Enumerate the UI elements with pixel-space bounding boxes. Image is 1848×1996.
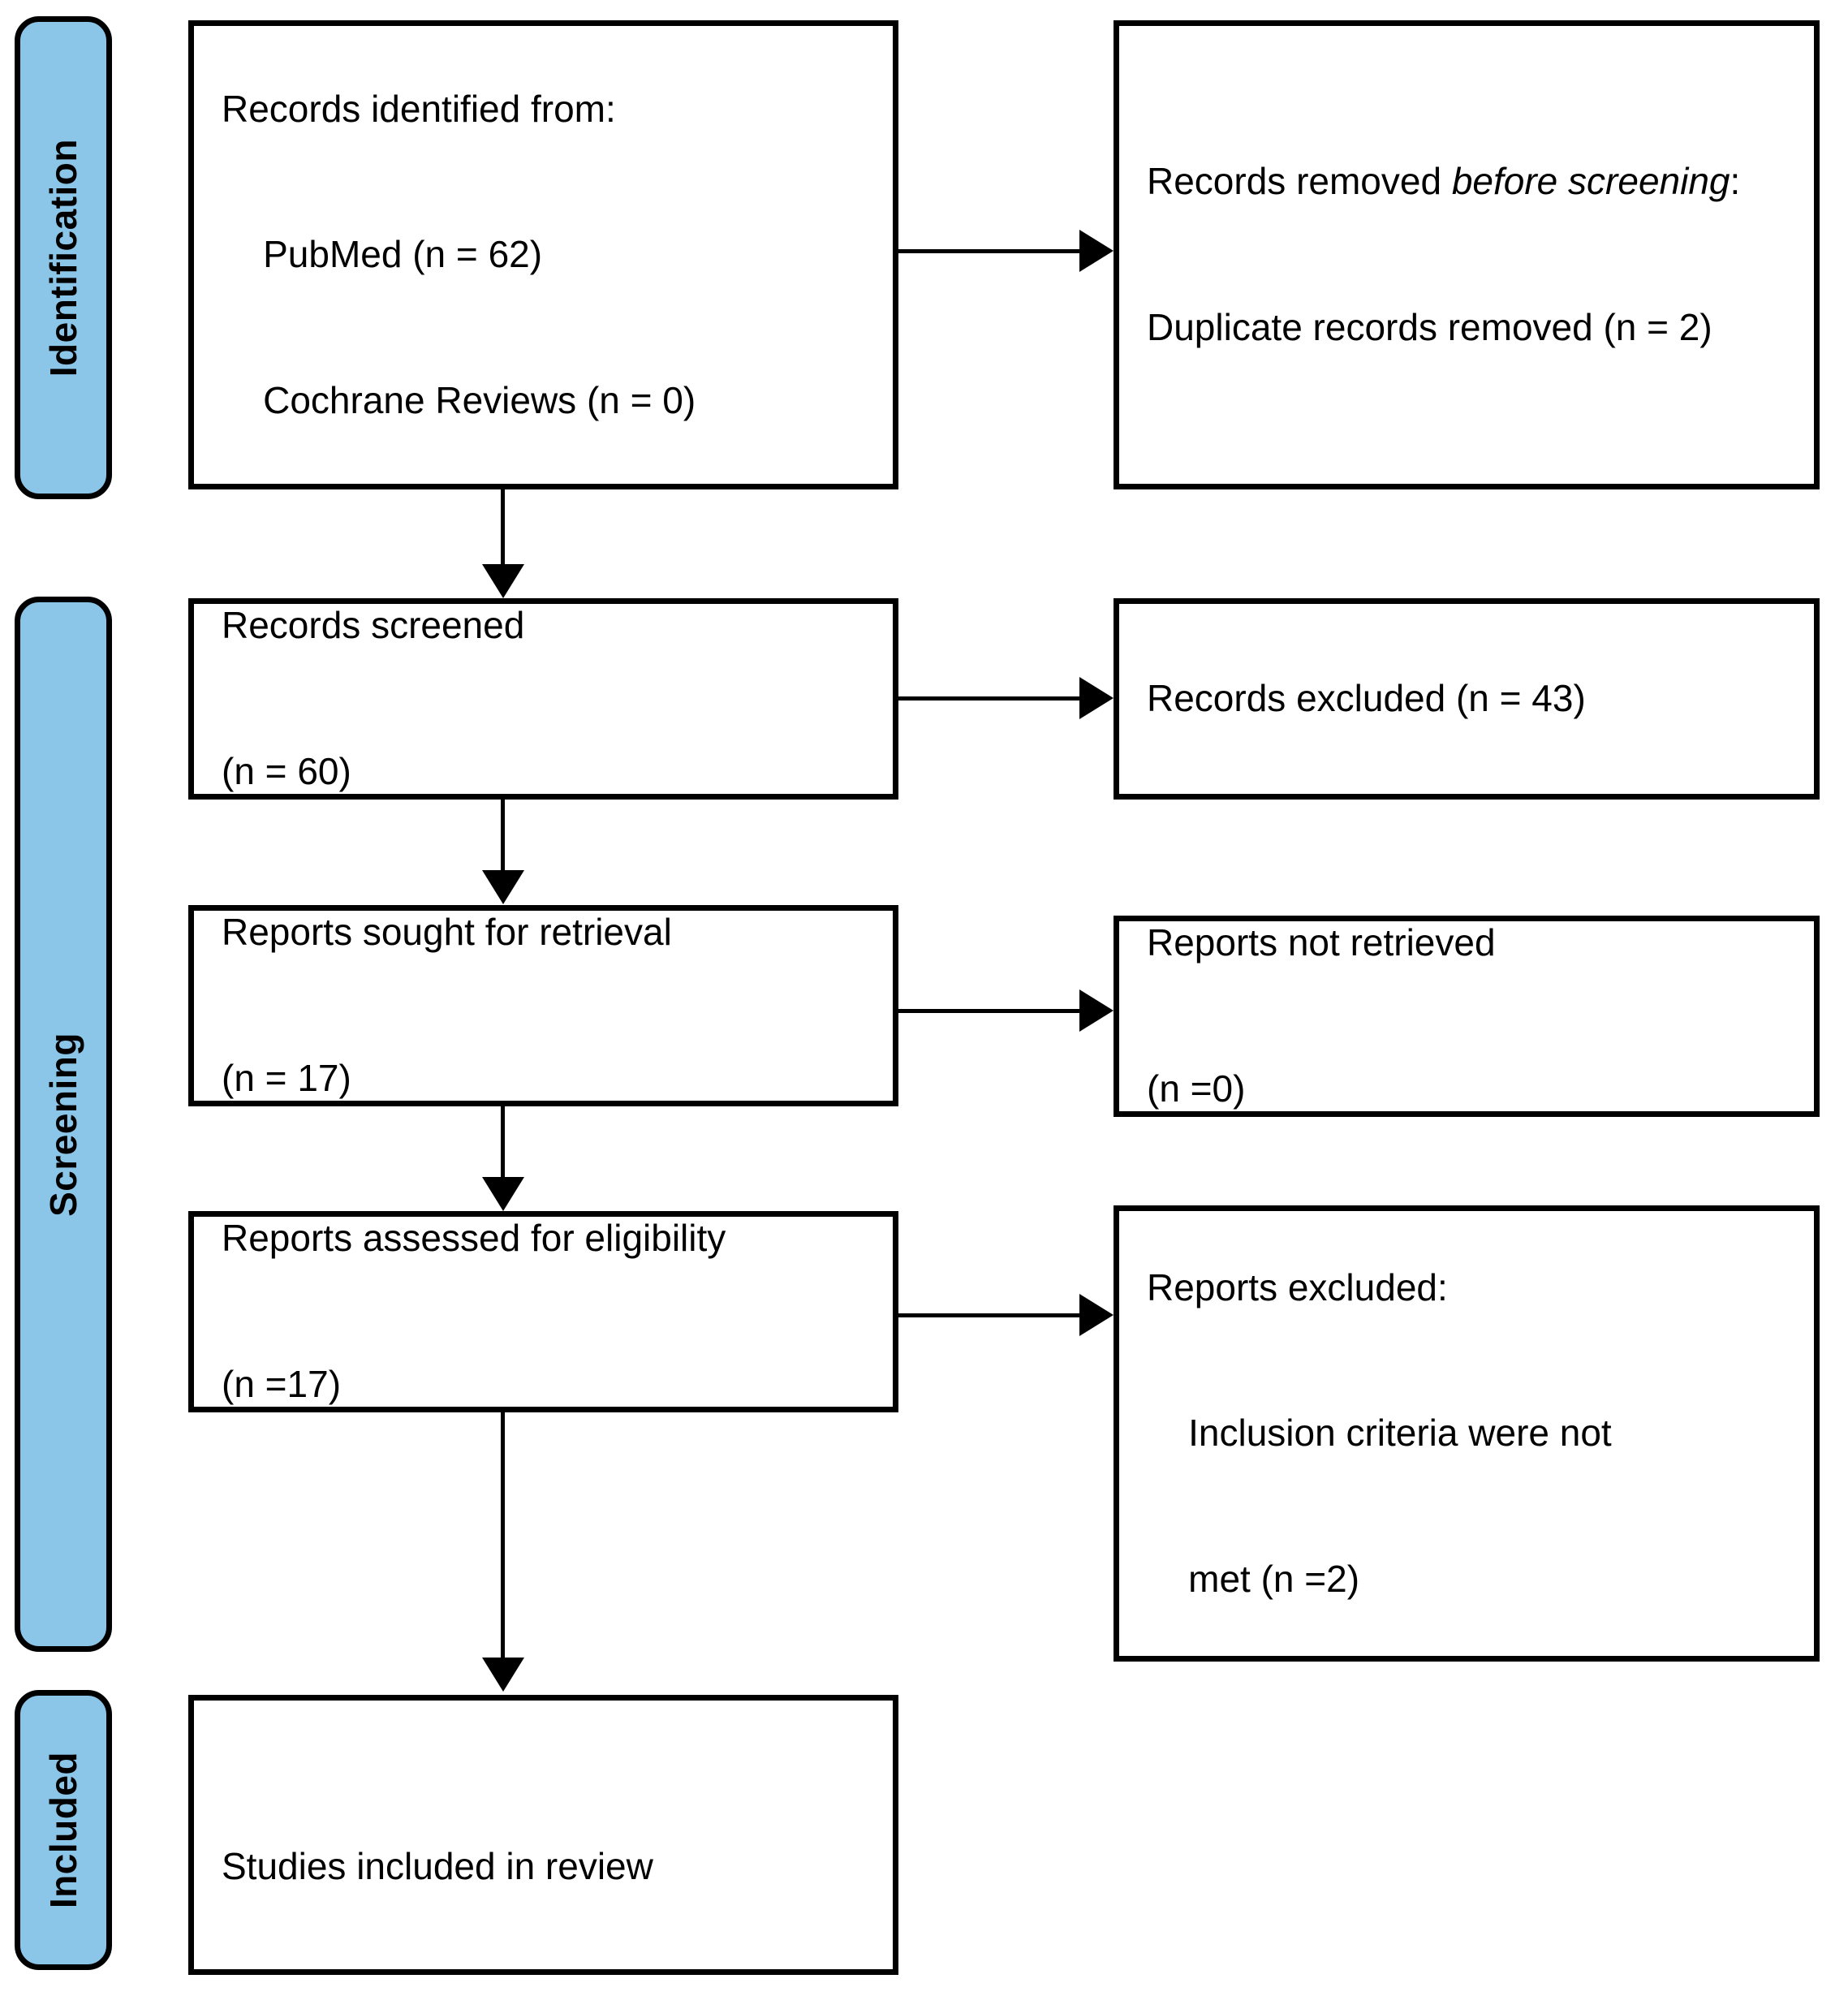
- connector-sought-to-not-retrieved: [898, 1009, 1081, 1013]
- records-identified-line2: PubMed (n = 62): [222, 233, 543, 276]
- reports-not-retrieved-line1: Reports not retrieved: [1147, 921, 1496, 964]
- connector-sought-to-assessed: [501, 1106, 505, 1183]
- box-reports-sought: Reports sought for retrieval (n = 17): [188, 905, 898, 1106]
- box-records-screened-text: Records screened (n = 60): [194, 505, 893, 893]
- stage-label-screening: Screening: [42, 1032, 84, 1217]
- box-reports-assessed: Reports assessed for eligibility (n =17): [188, 1211, 898, 1412]
- box-reports-assessed-text: Reports assessed for eligibility (n =17): [194, 1118, 893, 1506]
- arrowhead-sought-to-not-retrieved: [1079, 989, 1114, 1032]
- records-removed-italic: before screening: [1451, 160, 1730, 203]
- studies-included-line1: Studies included in review: [222, 1844, 653, 1887]
- stage-label-identification: Identification: [42, 138, 84, 377]
- stage-label-included: Included: [42, 1751, 84, 1909]
- records-removed-line2: Duplicate records removed (n = 2): [1147, 305, 1712, 348]
- reports-excluded-line1: Reports excluded:: [1147, 1265, 1448, 1308]
- box-records-screened: Records screened (n = 60): [188, 598, 898, 800]
- stage-tab-included: Included: [15, 1690, 112, 1970]
- connector-identified-to-screened: [501, 489, 505, 571]
- connector-assessed-to-included: [501, 1412, 505, 1664]
- box-reports-not-retrieved-text: Reports not retrieved (n =0): [1119, 822, 1814, 1210]
- studies-included-line2: (n =15): [222, 1988, 865, 1996]
- records-identified-line1: Records identified from:: [222, 87, 616, 130]
- connector-assessed-to-reports-excluded: [898, 1313, 1081, 1317]
- records-screened-line1: Records screened: [222, 604, 525, 647]
- reports-not-retrieved-line2: (n =0): [1147, 1067, 1246, 1110]
- records-excluded-line1: Records excluded (n = 43): [1147, 677, 1586, 720]
- reports-assessed-line1: Reports assessed for eligibility: [222, 1217, 726, 1260]
- records-screened-line2: (n = 60): [222, 749, 351, 792]
- records-removed-line1: Records removed before screening:: [1147, 157, 1786, 206]
- records-removed-suffix: :: [1730, 160, 1741, 203]
- arrowhead-sought-to-assessed: [482, 1177, 524, 1211]
- box-records-identified-text: Records identified from: PubMed (n = 62)…: [194, 0, 893, 522]
- records-removed-prefix: Records removed: [1147, 160, 1452, 203]
- arrowhead-assessed-to-reports-excluded: [1079, 1294, 1114, 1336]
- reports-assessed-line2: (n =17): [222, 1362, 342, 1405]
- connector-identified-to-removed: [898, 249, 1081, 253]
- arrowhead-identified-to-screened: [482, 564, 524, 598]
- reports-sought-line1: Reports sought for retrieval: [222, 911, 672, 954]
- stage-tab-identification: Identification: [15, 16, 112, 499]
- box-records-excluded-text: Records excluded (n = 43): [1119, 578, 1814, 821]
- box-reports-excluded: Reports excluded: Inclusion criteria wer…: [1114, 1205, 1820, 1662]
- arrowhead-assessed-to-included: [482, 1658, 524, 1692]
- connector-screened-to-sought: [501, 800, 505, 877]
- box-studies-included: Studies included in review (n =15): [188, 1695, 898, 1996]
- reports-excluded-line3: met (n =2): [1147, 1557, 1360, 1600]
- box-reports-excluded-text: Reports excluded: Inclusion criteria wer…: [1119, 1166, 1814, 1701]
- arrowhead-screened-to-excluded: [1079, 677, 1114, 719]
- box-reports-not-retrieved: Reports not retrieved (n =0): [1114, 916, 1820, 1117]
- reports-sought-line2: (n = 17): [222, 1056, 351, 1099]
- box-records-excluded: Records excluded (n = 43): [1114, 598, 1820, 800]
- reports-excluded-line2: Inclusion criteria were not: [1147, 1412, 1612, 1455]
- stage-tab-screening: Screening: [15, 597, 112, 1652]
- box-records-removed: Records removed before screening: Duplic…: [1114, 20, 1820, 489]
- arrowhead-screened-to-sought: [482, 870, 524, 904]
- box-reports-sought-text: Reports sought for retrieval (n = 17): [194, 812, 893, 1200]
- arrowhead-identified-to-removed: [1079, 230, 1114, 272]
- records-identified-line3: Cochrane Reviews (n = 0): [222, 378, 696, 421]
- box-studies-included-text: Studies included in review (n =15): [194, 1745, 893, 1996]
- box-records-identified: Records identified from: PubMed (n = 62)…: [188, 20, 898, 489]
- connector-screened-to-excluded: [898, 696, 1081, 701]
- box-records-removed-text: Records removed before screening: Duplic…: [1119, 61, 1814, 449]
